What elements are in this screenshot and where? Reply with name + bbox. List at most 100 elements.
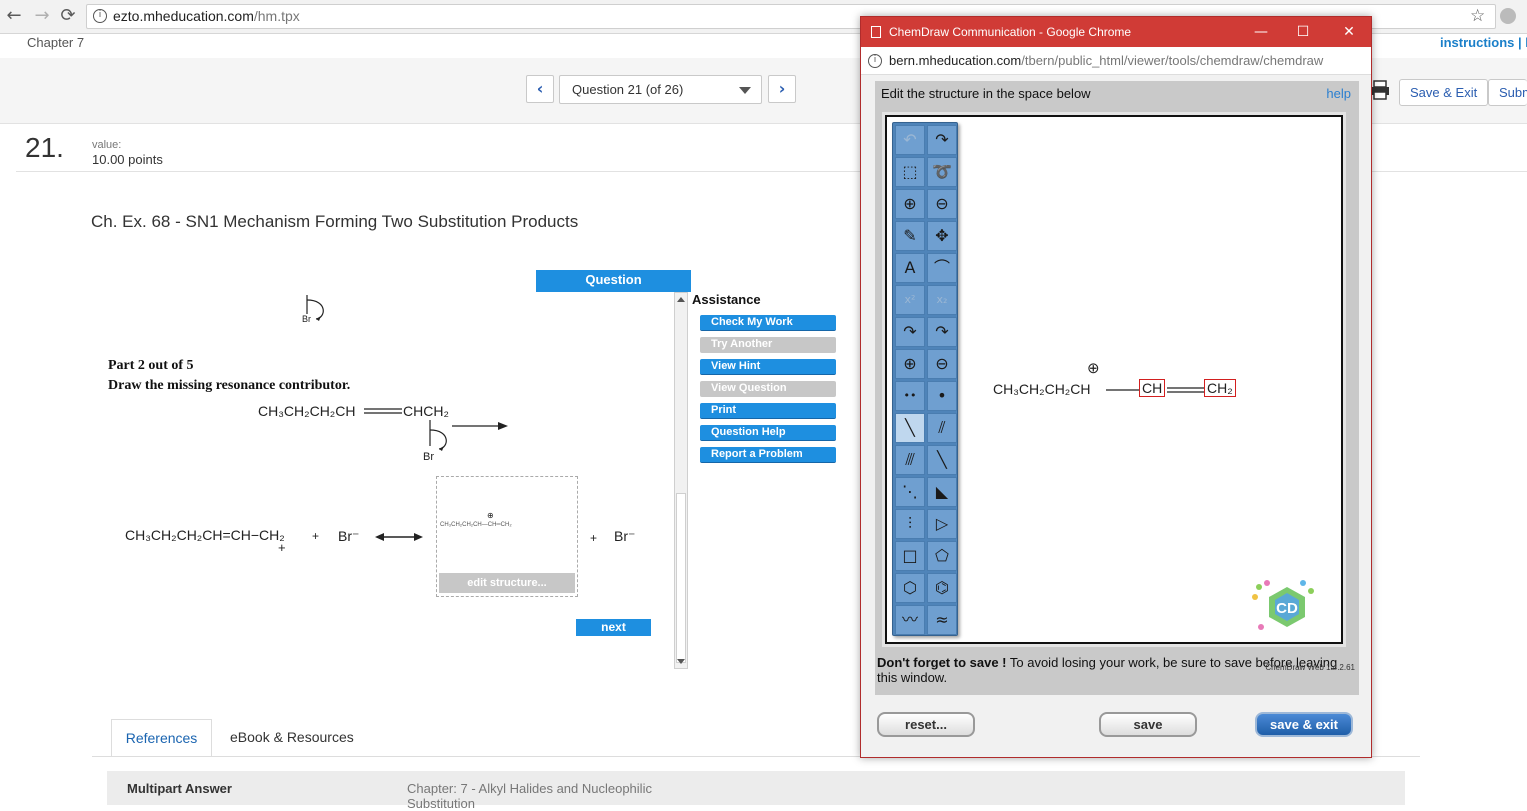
tab-references[interactable]: References bbox=[111, 719, 212, 756]
save-and-exit-button[interactable]: save & exit bbox=[1255, 712, 1353, 737]
lasso-icon[interactable]: ➰ bbox=[927, 157, 957, 187]
close-icon[interactable]: ✕ bbox=[1343, 24, 1355, 40]
assist-button-check-my-work[interactable]: Check My Work bbox=[700, 315, 836, 331]
selected-atom-ch2[interactable]: CH₂ bbox=[1204, 379, 1236, 397]
wedge-bond-icon[interactable]: ◣ bbox=[927, 477, 957, 507]
save-exit-button[interactable]: Save & Exit bbox=[1399, 79, 1489, 106]
single-bond[interactable] bbox=[1106, 388, 1140, 392]
info-icon[interactable]: i bbox=[868, 54, 882, 68]
help-link[interactable]: help bbox=[1326, 86, 1351, 101]
reload-icon[interactable]: ⟳ bbox=[60, 5, 76, 26]
extension-icon[interactable] bbox=[1500, 8, 1516, 24]
text-icon[interactable]: A bbox=[895, 253, 925, 283]
back-icon[interactable]: ← bbox=[6, 5, 22, 26]
submit-button[interactable]: Subm bbox=[1488, 79, 1527, 106]
print-icon[interactable] bbox=[1370, 80, 1390, 100]
logo-text: CD bbox=[1276, 600, 1298, 617]
double-bond-icon[interactable]: ⫽ bbox=[927, 413, 957, 443]
maximize-icon[interactable]: ☐ bbox=[1296, 24, 1310, 40]
triple-bond-icon[interactable]: ⫻ bbox=[895, 445, 925, 475]
chemdraw-logo: CD bbox=[1252, 580, 1314, 630]
boat-icon[interactable]: ≈ bbox=[927, 605, 957, 635]
minimize-icon[interactable]: — bbox=[1254, 24, 1268, 40]
chevron-right-icon: › bbox=[778, 79, 786, 98]
save-reminder: Don't forget to save ! To avoid losing y… bbox=[877, 655, 1357, 685]
forward-icon[interactable]: → bbox=[34, 5, 50, 26]
double-bond[interactable] bbox=[1167, 385, 1205, 395]
assist-button-report-a-problem[interactable]: Report a Problem bbox=[700, 447, 836, 463]
reactant-right: CHCH₂ bbox=[403, 403, 449, 419]
single-bond-icon[interactable]: ╲ bbox=[895, 413, 925, 443]
next-button[interactable]: next bbox=[576, 619, 651, 636]
selected-atom-ch[interactable]: CH bbox=[1139, 379, 1166, 397]
assist-button-question-help[interactable]: Question Help bbox=[700, 425, 836, 441]
prev-question-button[interactable]: ‹ bbox=[526, 75, 554, 103]
subscript-icon[interactable]: x₂ bbox=[927, 285, 957, 315]
hexagon-icon[interactable]: ⬡ bbox=[895, 573, 925, 603]
bromine-label: Br bbox=[423, 451, 434, 463]
arrow-single-icon[interactable]: ↷ bbox=[927, 317, 957, 347]
edit-structure-button[interactable]: edit structure... bbox=[439, 573, 575, 593]
dashed-bond-icon[interactable]: ⋱ bbox=[895, 477, 925, 507]
benzene-icon[interactable]: ⌬ bbox=[927, 573, 957, 603]
popup-window-title: ChemDraw Communication - Google Chrome bbox=[889, 25, 1132, 39]
chain-icon[interactable]: ⌒ bbox=[927, 253, 957, 283]
assist-button-try-another[interactable]: Try Another bbox=[700, 337, 836, 353]
bookmark-star-icon[interactable]: ☆ bbox=[1470, 6, 1486, 26]
molecule-chain[interactable]: CH₃CH₂CH₂CH bbox=[993, 381, 1091, 397]
mini-structure: CH₃CH₂CH₂CH—CH═CH₂ bbox=[440, 522, 512, 528]
instructions-link[interactable]: instructions | h bbox=[1440, 35, 1527, 50]
square-icon[interactable]: □ bbox=[895, 541, 925, 571]
tab-ebook-resources[interactable]: eBook & Resources bbox=[230, 729, 354, 745]
chevron-left-icon: ‹ bbox=[536, 79, 544, 98]
pentagon-icon[interactable]: ⬠ bbox=[927, 541, 957, 571]
question-title: Ch. Ex. 68 - SN1 Mechanism Forming Two S… bbox=[91, 212, 579, 231]
chair-icon[interactable]: 〰 bbox=[895, 605, 925, 635]
save-button[interactable]: save bbox=[1099, 712, 1197, 737]
popup-address-bar[interactable]: i bern.mheducation.com/tbern/public_html… bbox=[861, 47, 1371, 75]
arrow-pair-icon[interactable]: ↷ bbox=[895, 317, 925, 347]
reset-button[interactable]: reset... bbox=[877, 712, 975, 737]
move-icon[interactable]: ✥ bbox=[927, 221, 957, 251]
superscript-icon[interactable]: x² bbox=[895, 285, 925, 315]
instruction-text: Draw the missing resonance contributor. bbox=[108, 378, 351, 393]
question-scrollbar[interactable] bbox=[674, 292, 688, 669]
chapter-label: Chapter 7 bbox=[27, 35, 85, 50]
double-bond-line bbox=[364, 408, 402, 414]
radical-icon[interactable]: • bbox=[927, 381, 957, 411]
scroll-up-icon[interactable] bbox=[677, 297, 685, 302]
bold-bond-icon[interactable]: ╲ bbox=[927, 445, 957, 475]
marquee-icon[interactable]: ⬚ bbox=[895, 157, 925, 187]
next-question-button[interactable]: › bbox=[768, 75, 796, 103]
question-tab[interactable]: Question bbox=[536, 270, 691, 292]
save-reminder-bold: Don't forget to save ! bbox=[877, 655, 1007, 670]
question-selector[interactable]: Question 21 (of 26) bbox=[559, 75, 762, 104]
bromine-label: Br bbox=[302, 314, 311, 324]
assist-button-view-question[interactable]: View Question bbox=[700, 381, 836, 397]
url-path: /hm.tpx bbox=[253, 8, 300, 24]
reaction-arrow-icon bbox=[452, 422, 508, 430]
zoom-out-icon[interactable]: ⊖ bbox=[927, 189, 957, 219]
zoom-in-icon[interactable]: ⊕ bbox=[895, 189, 925, 219]
undo-icon[interactable]: ↶ bbox=[895, 125, 925, 155]
scroll-down-icon[interactable] bbox=[677, 659, 685, 664]
popup-url-path: /tbern/public_html/viewer/tools/chemdraw… bbox=[1021, 53, 1324, 68]
triangle-icon[interactable]: ▷ bbox=[927, 509, 957, 539]
eraser-icon[interactable]: ✎ bbox=[895, 221, 925, 251]
multipart-label: Multipart Answer bbox=[127, 781, 232, 796]
carbocation-charge: ⊕ bbox=[1087, 360, 1100, 377]
negative-charge-icon[interactable]: ⊖ bbox=[927, 349, 957, 379]
editor-heading: Edit the structure in the space below bbox=[881, 86, 1091, 101]
scroll-thumb[interactable] bbox=[676, 493, 686, 663]
lone-pair-icon[interactable]: •• bbox=[895, 381, 925, 411]
popup-url-host: bern.mheducation.com bbox=[889, 53, 1022, 68]
redo-icon[interactable]: ↷ bbox=[927, 125, 957, 155]
hash-bond-icon[interactable]: ⫶ bbox=[895, 509, 925, 539]
answer-structure-box[interactable]: ⊕ CH₃CH₂CH₂CH—CH═CH₂ bbox=[436, 476, 578, 597]
positive-charge-icon[interactable]: ⊕ bbox=[895, 349, 925, 379]
reactant-left: CH₃CH₂CH₂CH bbox=[258, 403, 356, 419]
assist-button-view-hint[interactable]: View Hint bbox=[700, 359, 836, 375]
info-icon[interactable]: i bbox=[93, 9, 107, 23]
assist-button-print[interactable]: Print bbox=[700, 403, 836, 419]
